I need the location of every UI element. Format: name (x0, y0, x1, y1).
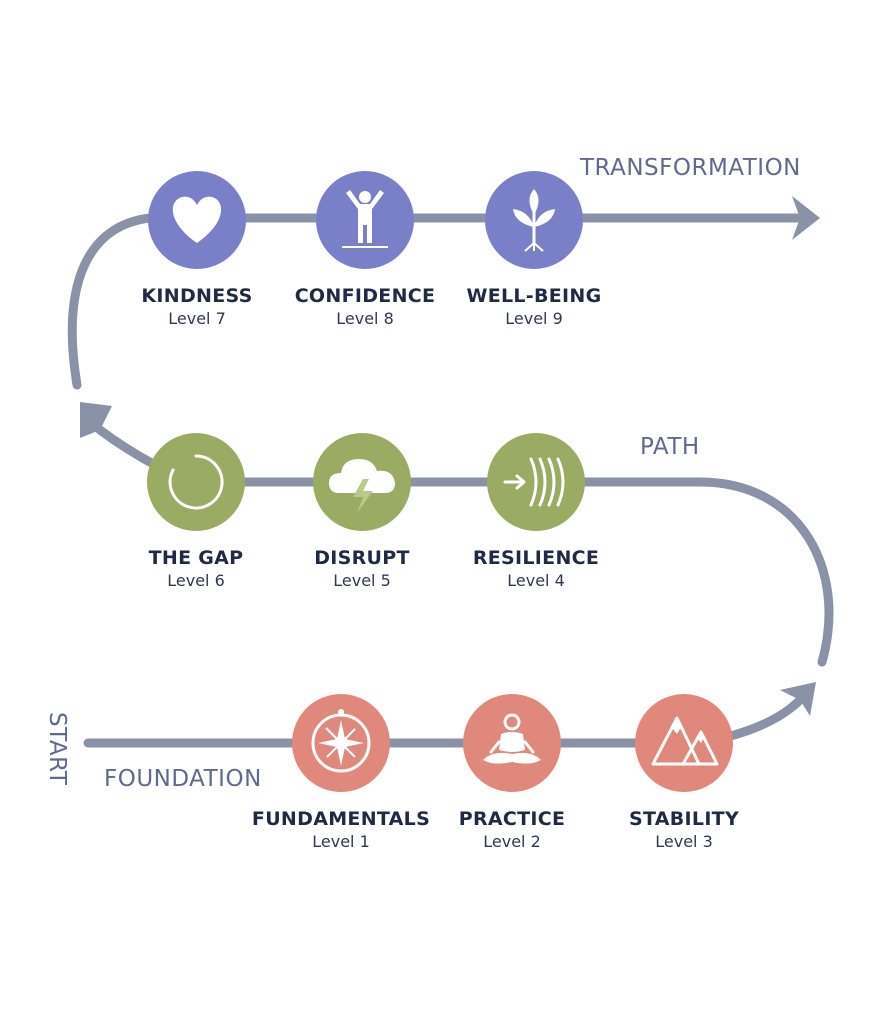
level-7-circle (148, 171, 246, 269)
level-title: RESILIENCE (472, 547, 600, 569)
level-4-circle (487, 433, 585, 531)
level-6-label: THE GAP Level 6 (96, 547, 296, 590)
storm-cloud-icon (329, 459, 395, 513)
level-title: WELL-BEING (466, 285, 602, 307)
level-number: Level 1 (312, 832, 370, 851)
person-arms-up-icon (342, 190, 388, 248)
arrowhead-up-right (780, 682, 816, 716)
level-7-label: KINDNESS Level 7 (97, 285, 297, 328)
level-title: FUNDAMENTALS (251, 808, 431, 830)
level-title: DISRUPT (314, 547, 410, 569)
level-title: KINDNESS (141, 285, 253, 307)
plant-sprout-icon (513, 189, 555, 252)
level-3-label: STABILITY Level 3 (584, 808, 784, 851)
level-1-circle (292, 694, 390, 792)
level-5-label: DISRUPT Level 5 (262, 547, 462, 590)
heart-icon (172, 196, 222, 243)
arrowhead-left (80, 402, 112, 438)
level-number: Level 4 (507, 571, 565, 590)
level-6-circle (147, 433, 245, 531)
level-number: Level 9 (505, 309, 563, 328)
level-number: Level 3 (655, 832, 713, 851)
level-2-label: PRACTICE Level 2 (412, 808, 612, 851)
open-circle-icon (168, 454, 224, 510)
level-9-label: WELL-BEING Level 9 (434, 285, 634, 328)
level-8-label: CONFIDENCE Level 8 (265, 285, 465, 328)
level-number: Level 8 (336, 309, 394, 328)
level-number: Level 2 (483, 832, 541, 851)
level-4-label: RESILIENCE Level 4 (436, 547, 636, 590)
section-label-foundation: FOUNDATION (104, 766, 262, 792)
section-label-path: PATH (640, 434, 700, 460)
section-label-transformation: TRANSFORMATION (580, 155, 801, 181)
level-9-circle (485, 171, 583, 269)
level-1-label: FUNDAMENTALS Level 1 (241, 808, 441, 851)
compass-icon (311, 709, 371, 773)
level-title: STABILITY (628, 808, 740, 830)
level-number: Level 6 (167, 571, 225, 590)
level-number: Level 7 (168, 309, 226, 328)
level-title: THE GAP (148, 547, 244, 569)
mountains-icon (651, 716, 719, 766)
resilience-waves-icon (503, 457, 565, 507)
arrowhead-right (792, 196, 820, 240)
level-8-circle (316, 171, 414, 269)
level-3-circle (635, 694, 733, 792)
section-label-start: START (44, 712, 70, 786)
level-title: CONFIDENCE (294, 285, 436, 307)
level-5-circle (313, 433, 411, 531)
level-2-circle (463, 694, 561, 792)
level-number: Level 5 (333, 571, 391, 590)
level-title: PRACTICE (458, 808, 566, 830)
meditation-icon (483, 713, 541, 764)
